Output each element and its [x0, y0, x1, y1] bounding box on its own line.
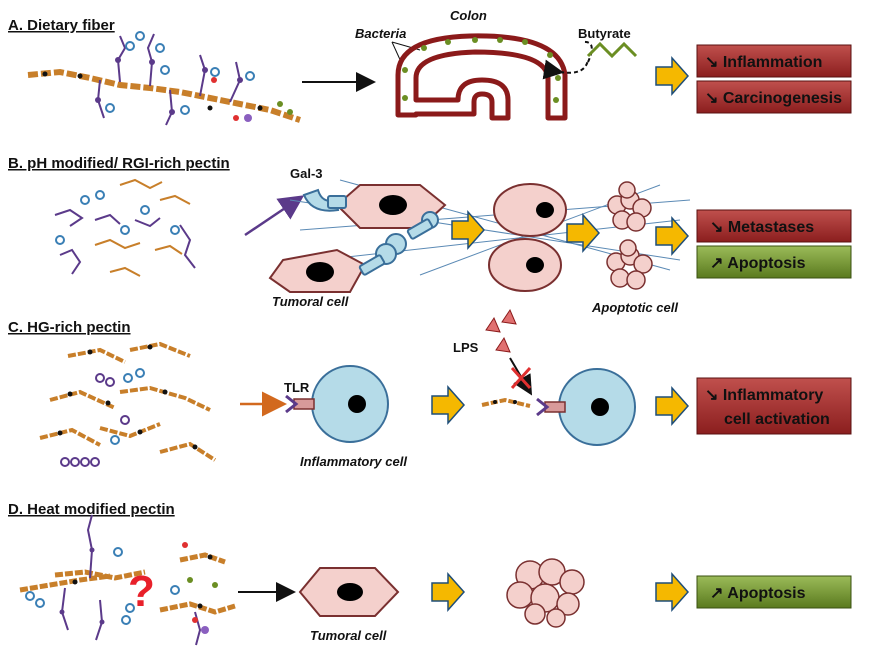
dietary-fiber-molecule [27, 31, 301, 126]
outcome-text-apoptosis-b: ↗ Apoptosis [710, 255, 806, 272]
gold-arrow-d1 [431, 573, 465, 611]
apoptotic-cell-label: Apoptotic cell [591, 300, 678, 315]
outcome-text-inflammation: ↘ Inflammation [705, 54, 822, 71]
gold-arrow-c2 [655, 387, 689, 425]
butyrate-curve [581, 40, 593, 63]
butyrate-molecule [586, 41, 638, 59]
outcome-box-inflammatory-activation [696, 377, 852, 435]
section-a-title: A. Dietary fiber [8, 17, 115, 34]
outcome-text-apoptosis-d: ↗ Apoptosis [710, 585, 806, 602]
apoptotic-cell-lower [606, 239, 653, 290]
arrow-pectin-to-gal3 [244, 195, 305, 237]
section-c-title: C. HG-rich pectin [8, 319, 131, 336]
section-b: B. pH modified/ RGI-rich pectin [8, 155, 852, 315]
tumoral-cell-lower-nucleus [306, 262, 334, 282]
section-d-title: D. Heat modified pectin [8, 501, 175, 518]
apoptotic-cell-d [506, 558, 585, 628]
tumoral-cell-label-d: Tumoral cell [310, 628, 387, 643]
bacteria-dots [402, 37, 561, 103]
lps-label: LPS [453, 340, 479, 355]
hg-pectin-fragments [39, 341, 217, 467]
rounded-cell-upper [493, 183, 567, 237]
inflammatory-cell-label: Inflammatory cell [300, 454, 407, 469]
butyrate-label: Butyrate [578, 26, 631, 41]
section-b-title: B. pH modified/ RGI-rich pectin [8, 155, 230, 172]
gold-arrow-c1 [431, 386, 465, 424]
unknown-mechanism-question-mark: ? [128, 567, 155, 616]
inflammatory-cell-2 [536, 368, 636, 446]
gold-arrow-a [655, 57, 689, 95]
outcome-text-cell-activation: cell activation [724, 411, 830, 428]
tumoral-cell-upper-nucleus [379, 195, 407, 215]
outcome-box-metastases [696, 209, 852, 243]
gal3-complex [302, 188, 439, 276]
gold-arrow-b3 [655, 217, 689, 255]
outcome-text-inflammatory: ↘ Inflammatory [705, 387, 823, 404]
section-d: D. Heat modified pectin [8, 501, 852, 646]
inflammatory-cell-1 [285, 365, 389, 443]
outcome-box-inflammation [696, 44, 852, 78]
tlr-label: TLR [284, 380, 310, 395]
outcome-box-apoptosis-d [696, 575, 852, 609]
gold-arrow-b2 [566, 214, 600, 252]
rounded-cell-lower [488, 238, 562, 292]
section-c: C. HG-rich pectin [8, 308, 852, 469]
gal3-label: Gal-3 [290, 166, 323, 181]
section-a: A. Dietary fiber [8, 8, 852, 126]
bacteria-label: Bacteria [355, 26, 406, 41]
outcome-box-carcinogenesis [696, 80, 852, 114]
apoptotic-cell-upper [607, 181, 652, 232]
outcome-box-apoptosis-b [696, 245, 852, 279]
rgi-pectin-fragments [54, 178, 196, 277]
butyrate-release-arrow [542, 59, 589, 80]
colon-shape [395, 33, 568, 121]
tumoral-cell-label-b: Tumoral cell [272, 294, 349, 309]
gold-arrow-d2 [655, 573, 689, 611]
tumoral-cell-d-nucleus [337, 583, 363, 601]
heat-modified-pectin-molecule [19, 514, 236, 646]
blocked-cross-icon [510, 366, 532, 390]
colon-label: Colon [450, 8, 487, 23]
rounded-cell-lower-nucleus [526, 257, 544, 273]
outcome-text-metastases: ↘ Metastases [710, 219, 814, 236]
outcome-text-carcinogenesis: ↘ Carcinogenesis [705, 90, 842, 107]
bound-pectin-molecule [481, 397, 531, 408]
rounded-cell-upper-nucleus [536, 202, 554, 218]
lps-molecules [485, 308, 517, 353]
